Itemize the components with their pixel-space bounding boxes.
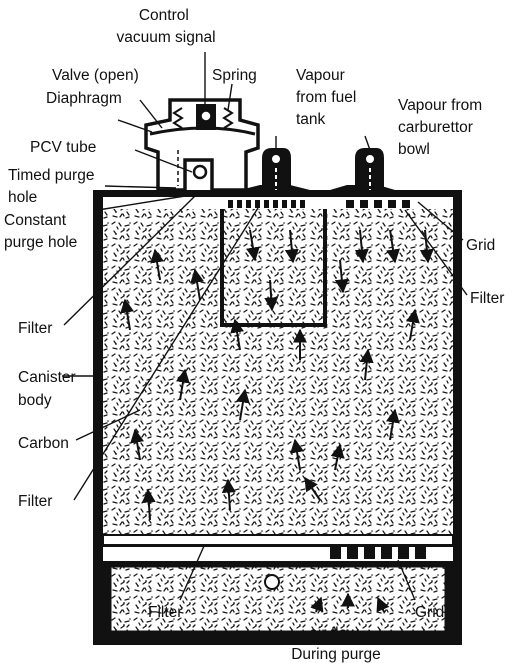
label-valve-open: Valve (open) (52, 67, 139, 84)
label-constant-purge-hole: Constant purge hole (4, 212, 77, 251)
label-vapour-carb-bowl: Vapour from carburettor bowl (398, 97, 486, 158)
bottom-grid (103, 547, 453, 561)
carburettor-bowl-port (355, 148, 384, 190)
pcv-port (194, 166, 206, 178)
label-filter-left-lower: Filter (18, 493, 52, 510)
bottom-filter (103, 535, 453, 545)
canister-body (93, 185, 462, 645)
purge-valve (146, 100, 258, 190)
label-vapour-fuel-tank: Vapour from fuel tank (296, 67, 361, 128)
label-filter-left-upper: Filter (18, 320, 52, 337)
label-timed-purge-hole: Timed purge hole (8, 167, 99, 206)
label-carbon: Carbon (18, 435, 69, 452)
label-pcv-tube: PCV tube (30, 139, 96, 156)
label-canister-body: Canister body (18, 369, 80, 409)
air-inlet-chamber (110, 566, 446, 632)
label-grid-bottom: Grid (415, 604, 444, 621)
bottom-port (265, 575, 279, 589)
valve-ball (201, 111, 211, 121)
label-grid-top: Grid (466, 237, 495, 254)
label-filter-right: Filter (470, 290, 504, 307)
label-spring: Spring (212, 67, 257, 84)
label-diaphragm: Diaphragm (46, 90, 122, 107)
label-control-vacuum-signal: Control vacuum signal (116, 7, 215, 46)
label-filter-bottom: Filter (148, 604, 182, 621)
fuel-tank-port (262, 148, 291, 190)
